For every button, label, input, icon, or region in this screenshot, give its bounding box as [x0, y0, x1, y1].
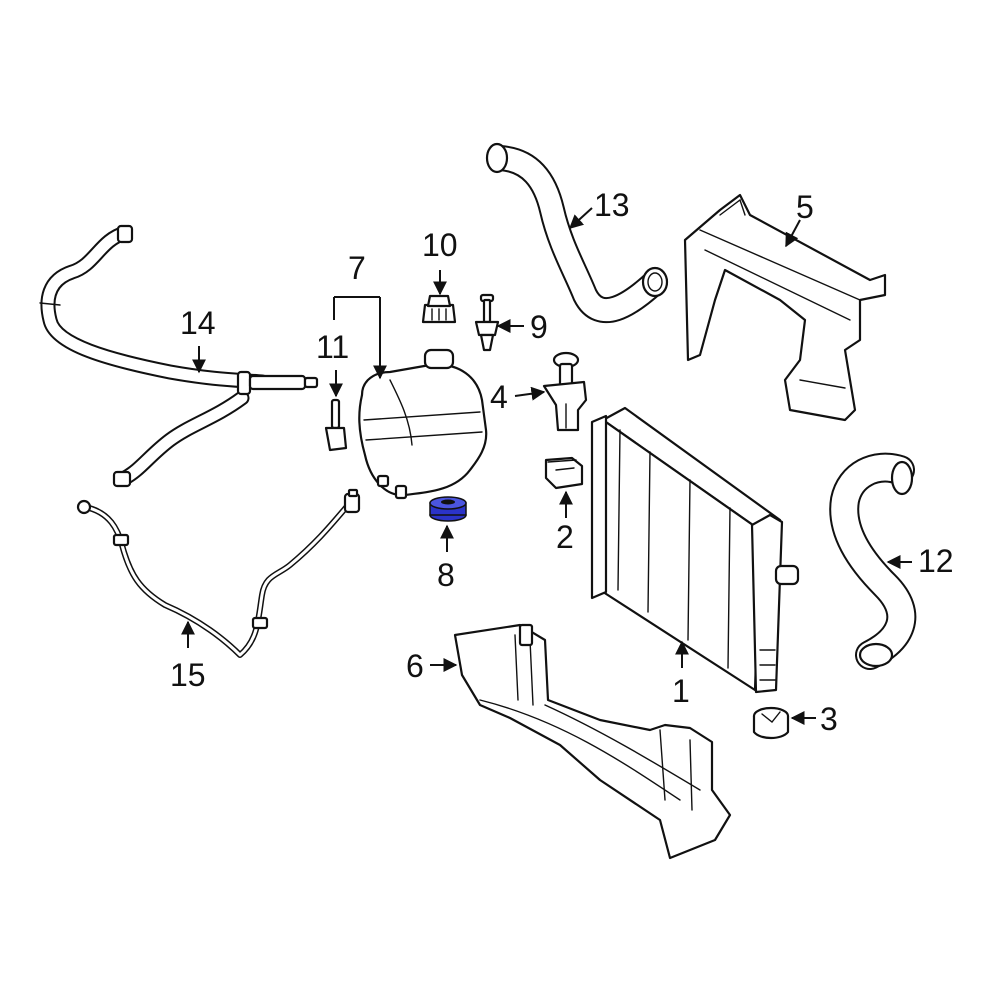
- callout-9: 9: [530, 309, 548, 345]
- part-9-push-pin: [474, 293, 500, 352]
- part-4-mount-bracket: [542, 351, 588, 432]
- part-15-coolant-line: [76, 488, 361, 658]
- part-14-coolant-hose: [39, 224, 319, 488]
- leader-13: [568, 207, 593, 229]
- part-3-lower-mount: [752, 706, 790, 740]
- callout-5: 5: [796, 189, 814, 225]
- callout-12: 12: [918, 543, 954, 579]
- callout-labels: 1 2 3 4 5 6 7 8 9 10 11 12 13 14 15: [170, 187, 954, 737]
- callout-11: 11: [316, 329, 349, 365]
- part-7-expansion-tank: [358, 348, 488, 500]
- part-11-sensor: [324, 398, 348, 452]
- part-2-radiator-mount: [544, 456, 584, 490]
- part-5-upper-support: [683, 193, 887, 422]
- callout-2: 2: [556, 519, 574, 555]
- callout-13: 13: [594, 187, 630, 223]
- callout-15: 15: [170, 657, 206, 693]
- leader-4: [514, 386, 546, 401]
- part-1-radiator: [590, 406, 800, 694]
- leader-5: [785, 219, 801, 248]
- part-6-lower-air-deflector: [453, 623, 732, 860]
- leader-lines: [181, 207, 912, 725]
- callout-7: 7: [348, 250, 366, 286]
- callout-3: 3: [820, 701, 838, 737]
- callout-8: 8: [437, 557, 455, 593]
- callout-6: 6: [406, 648, 424, 684]
- part-12-lower-hose: [829, 452, 917, 670]
- part-8-grommet: [429, 496, 467, 522]
- callout-10: 10: [422, 227, 458, 263]
- callout-1: 1: [672, 673, 690, 709]
- part-10-tank-cap: [421, 294, 457, 324]
- part-13-upper-hose: [485, 142, 669, 324]
- callout-14: 14: [180, 305, 216, 341]
- callout-4: 4: [490, 379, 508, 415]
